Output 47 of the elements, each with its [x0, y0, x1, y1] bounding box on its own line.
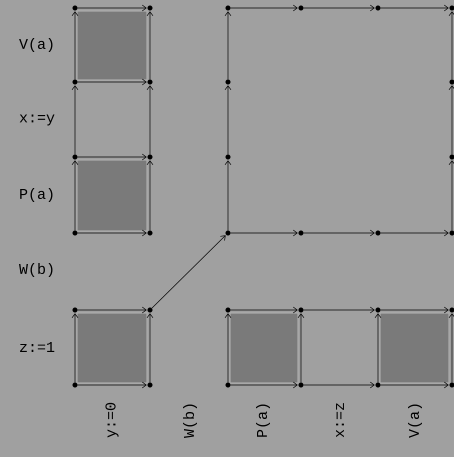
- arrow: [77, 154, 147, 160]
- arrow: [224, 160, 232, 231]
- arrow: [448, 313, 454, 383]
- arrow: [146, 11, 154, 80]
- arrow: [303, 230, 375, 236]
- arrow: [146, 313, 154, 383]
- arrow: [230, 4, 298, 12]
- arrow: [380, 230, 449, 236]
- arrow: [77, 306, 147, 314]
- axis-label: P(a): [20, 188, 52, 202]
- arrow: [230, 382, 298, 388]
- arrow: [77, 78, 147, 86]
- arrow: [380, 306, 449, 314]
- axis-label: V(a): [408, 404, 422, 438]
- arrow: [146, 85, 154, 155]
- arrow: [224, 11, 232, 80]
- arrow: [448, 160, 454, 231]
- axis-label: W(b): [183, 404, 197, 438]
- axis-label: x:=y: [20, 114, 54, 126]
- axis-label: x:=z: [336, 403, 344, 438]
- arrow: [224, 313, 232, 383]
- arrow: [77, 4, 147, 12]
- arrow: [303, 382, 375, 388]
- arrow: [72, 85, 78, 155]
- arrow: [152, 235, 226, 308]
- arrow: [72, 313, 78, 383]
- arrow: [72, 160, 78, 231]
- axis-label: y:=0: [105, 402, 119, 438]
- arrow: [298, 313, 304, 383]
- axis-label: V(a): [19, 38, 52, 52]
- arrow: [380, 382, 449, 388]
- axis-label: W(b): [19, 263, 52, 277]
- arrow: [77, 382, 147, 388]
- arrow: [448, 11, 454, 80]
- axis-label: P(a): [256, 404, 270, 437]
- arrow: [77, 230, 147, 236]
- axis-label: z:=1: [20, 342, 54, 352]
- arrow: [374, 313, 382, 383]
- arrow: [72, 11, 78, 80]
- arrow: [448, 85, 454, 155]
- arrow: [230, 230, 298, 236]
- arrow: [303, 306, 375, 314]
- arrow: [380, 4, 449, 12]
- arrow: [230, 306, 298, 314]
- arrow: [146, 160, 154, 231]
- arrow: [303, 4, 375, 12]
- arrow: [224, 85, 232, 155]
